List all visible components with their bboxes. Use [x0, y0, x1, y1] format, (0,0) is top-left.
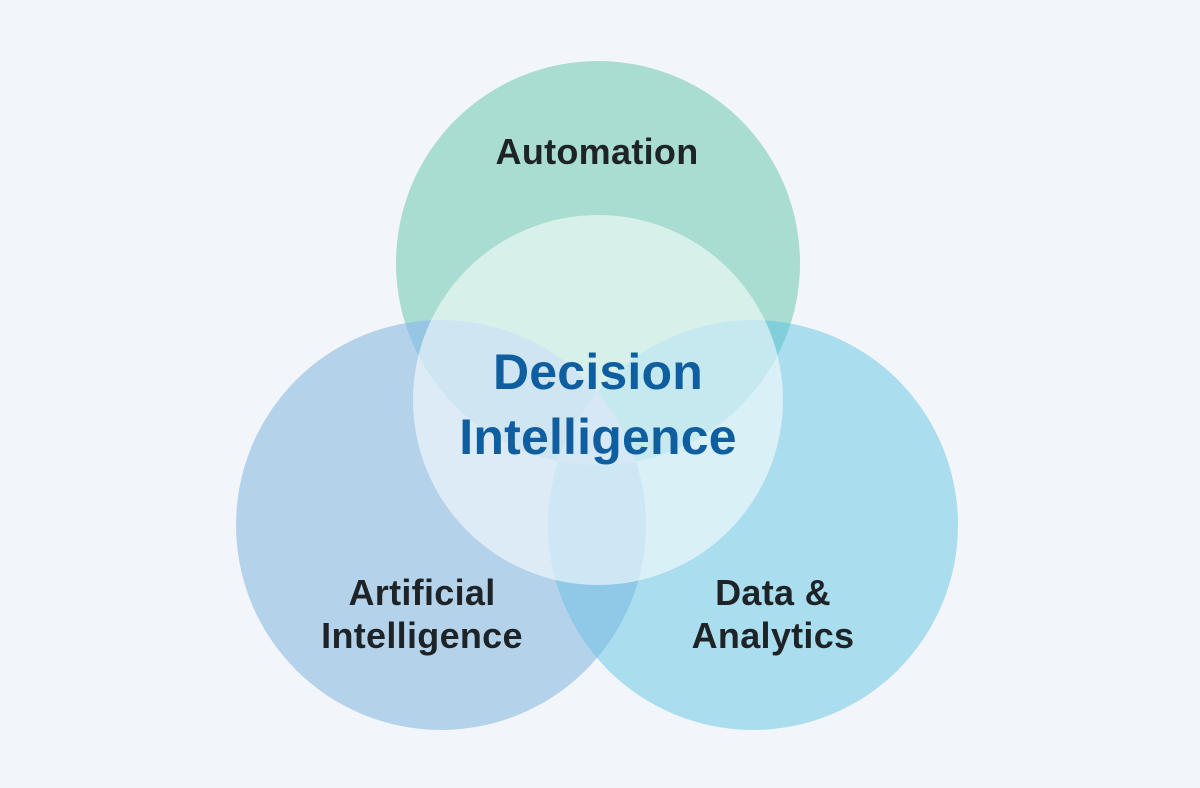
- automation-label: Automation: [495, 131, 699, 172]
- data-analytics-line1: Data &: [715, 571, 831, 613]
- artificial-intelligence-label: Artificial Intelligence: [321, 571, 523, 657]
- decision-intelligence-label: Decision Intelligence: [459, 340, 736, 470]
- artificial-intelligence-line1: Artificial: [348, 571, 496, 613]
- decision-intelligence-line2: Intelligence: [459, 409, 737, 465]
- center-highlight-circle: [413, 215, 783, 585]
- data-analytics-line2: Analytics: [691, 615, 855, 656]
- artificial-intelligence-line2: Intelligence: [321, 615, 523, 656]
- data-analytics-label: Data & Analytics: [692, 571, 855, 657]
- decision-intelligence-line1: Decision: [492, 344, 703, 400]
